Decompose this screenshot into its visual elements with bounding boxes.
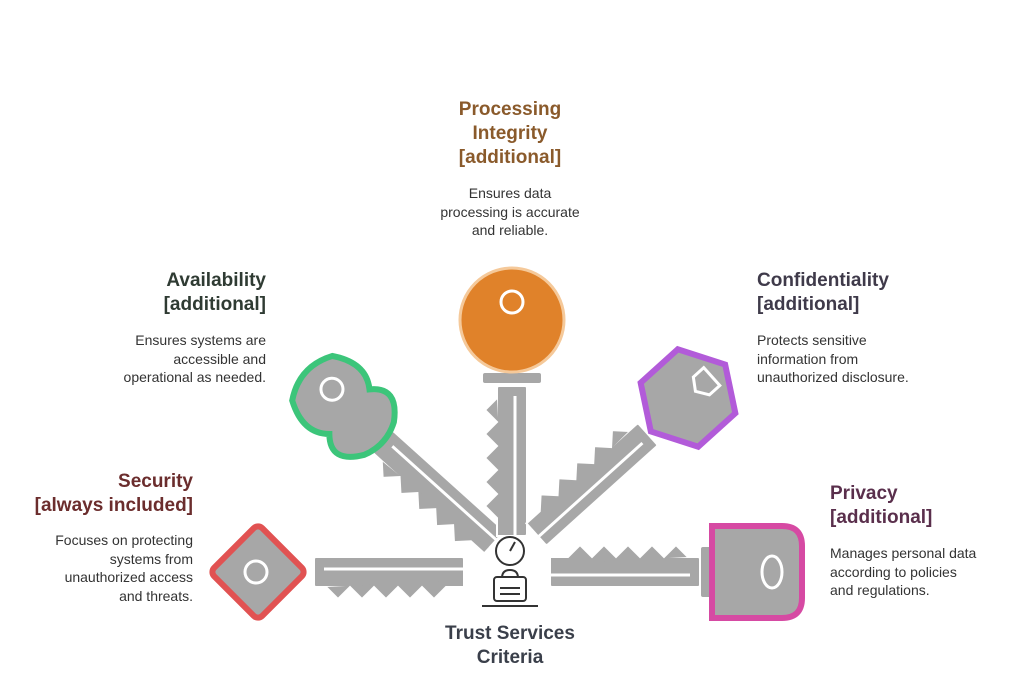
processing-integrity-label: Processing Integrity [additional] Ensure… xyxy=(410,98,610,240)
center-title: Trust Services Criteria xyxy=(445,623,575,668)
availability-title: Availability [additional] xyxy=(163,270,266,315)
processing-integrity-key-icon xyxy=(458,266,566,538)
confidentiality-description: Protects sensitive information from unau… xyxy=(757,332,909,385)
processing-integrity-description: Ensures data processing is accurate and … xyxy=(440,185,580,238)
confidentiality-key-icon xyxy=(516,345,739,548)
security-description: Focuses on protecting systems from unaut… xyxy=(55,532,193,604)
confidentiality-title: Confidentiality [additional] xyxy=(757,270,889,315)
security-title: Security [always included] xyxy=(34,471,193,516)
security-key-icon xyxy=(209,523,466,621)
privacy-label: Privacy [additional] Manages personal da… xyxy=(830,482,1020,600)
confidentiality-label: Confidentiality [additional] Protects se… xyxy=(757,269,977,387)
privacy-key-icon xyxy=(548,523,805,621)
privacy-title: Privacy [additional] xyxy=(830,483,933,528)
processing-integrity-title: Processing Integrity [additional] xyxy=(458,99,562,168)
security-label: Security [always included] Focuses on pr… xyxy=(0,470,193,605)
availability-description: Ensures systems are accessible and opera… xyxy=(123,332,266,385)
availability-label: Availability [additional] Ensures system… xyxy=(66,269,266,387)
privacy-description: Manages personal data according to polic… xyxy=(830,545,977,598)
availability-key-icon xyxy=(289,352,506,564)
gauge-and-lock-icon xyxy=(482,536,538,607)
